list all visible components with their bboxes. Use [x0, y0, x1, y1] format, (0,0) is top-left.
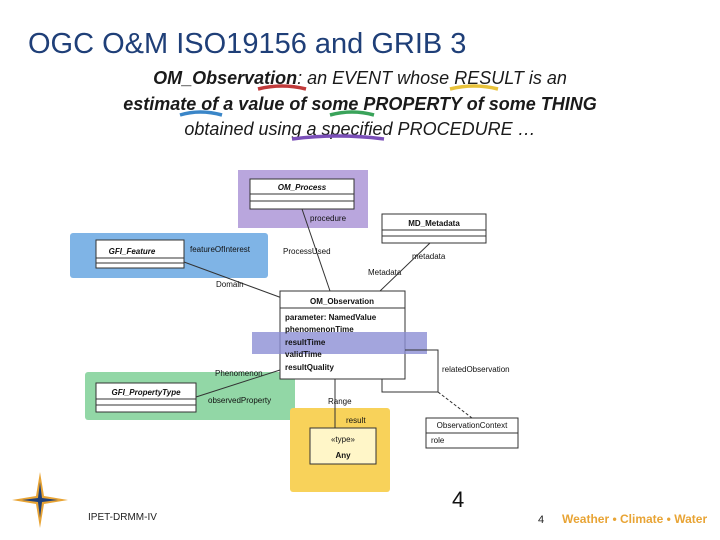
attr-parameter: parameter: NamedValue	[285, 313, 377, 322]
result-role-label: result	[346, 416, 366, 425]
range-label: Range	[328, 397, 352, 406]
domain-label: Domain	[216, 280, 244, 289]
om-observation-term: OM_Observation	[153, 68, 298, 88]
context-role-attr: role	[431, 436, 445, 445]
slide-title: OGC O&M ISO19156 and GRIB 3	[28, 28, 467, 60]
observation-class-name: OM_Observation	[310, 297, 374, 306]
observed-property-label: observedProperty	[208, 396, 271, 405]
time-band	[252, 332, 427, 354]
subtitle-line-2: estimate of a value of some PROPERTY of …	[123, 94, 597, 114]
footer-brand: Weather • Climate • Water	[562, 512, 708, 526]
underline-procedure	[291, 134, 385, 141]
property-type-class	[95, 382, 197, 413]
wmo-star-logo	[12, 472, 68, 528]
metadata-class-name: MD_Metadata	[408, 219, 460, 228]
feature-class-name: GFI_Feature	[109, 247, 156, 256]
attr-valid-time: validTime	[285, 350, 322, 359]
metadata-class	[381, 213, 487, 244]
metadata-assoc-label: Metadata	[368, 268, 402, 277]
footer-number: 4	[452, 487, 465, 512]
underline-observation	[257, 84, 307, 91]
process-class-name: OM_Process	[278, 183, 327, 192]
feature-of-interest-role: featureOfInterest	[190, 245, 251, 254]
any-class-name: Any	[335, 451, 351, 460]
underline-property	[329, 110, 375, 117]
phenomenon-label: Phenomenon	[215, 369, 263, 378]
context-class-name: ObservationContext	[437, 421, 508, 430]
subtitle-line-3: obtained using a specified PROCEDURE …	[184, 119, 536, 139]
process-used-label: ProcessUsed	[283, 247, 331, 256]
procedure-role: procedure	[310, 214, 347, 223]
footer-project: IPET-DRMM-IV	[88, 512, 157, 523]
underline-value	[179, 110, 223, 117]
underline-result	[449, 84, 499, 91]
any-stereotype: «type»	[331, 435, 356, 444]
subtitle-line-1: OM_Observation: an EVENT whose RESULT is…	[60, 66, 660, 91]
attr-result-quality: resultQuality	[285, 363, 334, 372]
property-type-class-name: GFI_PropertyType	[111, 388, 181, 397]
any-class	[309, 427, 377, 465]
related-observation-label: relatedObservation	[442, 365, 510, 374]
attr-result-time: resultTime	[285, 338, 326, 347]
attr-phenomenon-time: phenomenonTime	[285, 325, 354, 334]
subtitle-line-1-rest: : an EVENT whose RESULT is an	[297, 68, 567, 88]
metadata-role: metadata	[412, 252, 446, 261]
footer-page-number: 4	[538, 514, 545, 526]
